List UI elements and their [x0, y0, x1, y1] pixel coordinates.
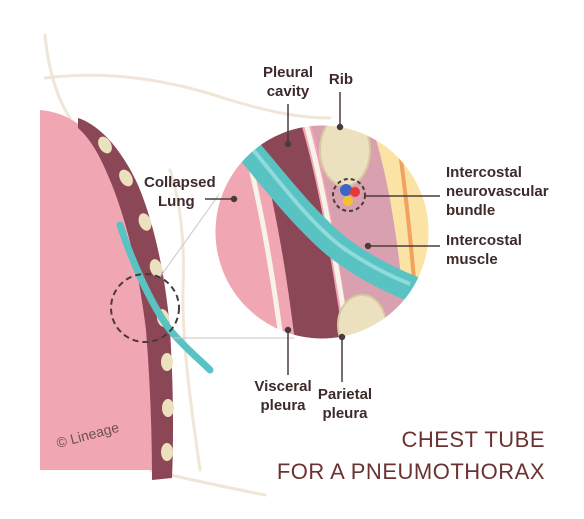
- label-intercostal-nv-line1: Intercostal: [446, 164, 522, 181]
- title-line1: CHEST TUBE: [401, 427, 545, 452]
- chest-tube-small: [116, 221, 214, 374]
- magnified-circle-border: [212, 122, 432, 342]
- neurovascular-highlight: [332, 178, 366, 212]
- zoom-region-circle: [110, 273, 180, 343]
- label-collapsed-lung-line1: Collapsed: [144, 174, 216, 191]
- label-parietal-pleura-line1: Parietal: [318, 386, 372, 403]
- label-collapsed-lung-line2: Lung: [158, 193, 195, 210]
- label-visceral-pleura-line2: pleura: [260, 397, 306, 414]
- label-rib: Rib: [329, 71, 353, 88]
- title-line2: FOR A PNEUMOTHORAX: [277, 459, 545, 484]
- label-parietal-pleura-line2: pleura: [322, 405, 368, 422]
- leader-lines: [205, 92, 440, 382]
- collapsed-lung-body: [40, 110, 160, 470]
- magnified-view: [214, 124, 430, 340]
- label-pleural-cavity-line2: cavity: [267, 83, 310, 100]
- label-intercostal-muscle-line2: muscle: [446, 251, 498, 268]
- label-pleural-cavity-line1: Pleural: [263, 64, 313, 81]
- label-visceral-pleura-line1: Visceral: [254, 378, 311, 395]
- label-intercostal-muscle-line1: Intercostal: [446, 232, 522, 249]
- label-intercostal-nv-line3: bundle: [446, 202, 495, 219]
- label-intercostal-nv-line2: neurovascular: [446, 183, 549, 200]
